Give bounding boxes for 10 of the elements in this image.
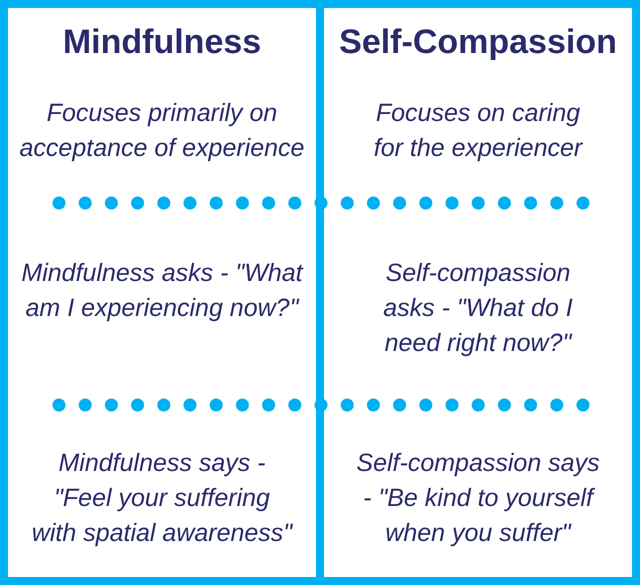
column-panel [8, 8, 316, 577]
description-text: Focuses primarily on acceptance of experience [18, 98, 306, 164]
column-heading: Self-Compassion [338, 22, 618, 62]
column-heading: Mindfulness [62, 22, 262, 62]
question-text: Self-compassion asks - "What do I need right now?" [382, 258, 574, 359]
quote-text: Self-compassion says - "Be kind to yourself when you suffer" [355, 448, 601, 549]
question-text: Mindfulness asks - "What am I experiencing now?" [20, 258, 304, 324]
description-text: Focuses on caring for the experiencer [372, 98, 584, 164]
column-panel [324, 8, 632, 577]
quote-text: Mindfulness says - "Feel your suffering with spatial awareness" [30, 448, 294, 549]
